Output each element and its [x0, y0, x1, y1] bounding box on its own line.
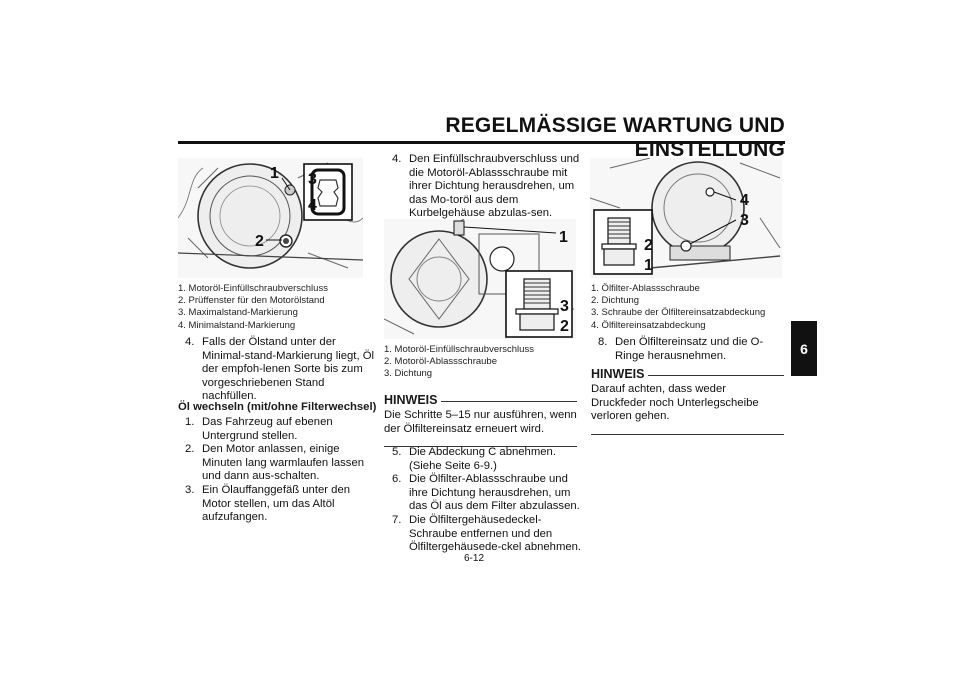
hinweis-bottom-rule	[384, 446, 577, 448]
chapter-tab: 6	[791, 321, 817, 376]
column-1-text: 4. Falls der Ölstand unter der Minimal-s…	[185, 336, 375, 404]
hinweis-heading: HINWEIS	[591, 367, 784, 381]
step-4: 4. Falls der Ölstand unter der Minimal-s…	[185, 336, 375, 403]
column-1-steps: 1. Das Fahrzeug auf ebenen Untergrund st…	[185, 416, 375, 525]
step-3: 3. Ein Ölauffanggefäß unter den Motor st…	[185, 483, 351, 524]
callout-1: 1	[270, 165, 279, 182]
callout-4: 4	[308, 197, 317, 214]
step-8: 8. Den Ölfiltereinsatz und die O-Ringe h…	[598, 336, 764, 362]
step-4: 4. Den Einfüllschraubverschluss und die …	[392, 153, 580, 220]
caption-item: 3. Maximalstand-Markierung	[178, 307, 298, 319]
step-6: 6. Die Ölfilter-Ablassschraube und ihre …	[392, 473, 580, 513]
hinweis-text: Die Schritte 5–15 nur ausführen, wenn de…	[384, 409, 577, 435]
hinweis-bottom-rule	[591, 433, 784, 435]
hinweis-text: Darauf achten, dass weder Druckfeder noc…	[591, 383, 759, 423]
callout-4: 4	[740, 192, 749, 209]
caption-item: 2. Dichtung	[591, 295, 640, 307]
caption-item: 3. Schraube der Ölfiltereinsatzabdeckung	[591, 307, 766, 319]
figure-oil-filter-cover: 4 3 2 1	[590, 158, 782, 278]
hinweis-box: HINWEIS Darauf achten, dass weder Druckf…	[591, 367, 784, 435]
step-7: 7. Die Ölfiltergehäusedeckel-Schraube en…	[392, 513, 582, 554]
figure3-caption: 1. Ölfilter-Ablassschraube 2. Dichtung 3…	[591, 283, 786, 332]
caption-item: 1. Motoröl-Einfüllschraubverschluss	[384, 344, 534, 355]
column-2-step4: 4. Den Einfüllschraubverschluss und die …	[392, 153, 584, 221]
caption-item: 4. Ölfiltereinsatzabdeckung	[591, 319, 706, 331]
callout-1: 1	[644, 257, 653, 274]
hinweis-heading: HINWEIS	[384, 393, 577, 407]
hinweis-box: HINWEIS Die Schritte 5–15 nur ausführen,…	[384, 393, 577, 448]
callout-3: 3	[560, 298, 569, 315]
callout-3: 3	[308, 171, 317, 188]
callout-3: 3	[740, 212, 749, 229]
caption-item: 1. Motoröl-Einfüllschraubverschluss	[178, 283, 328, 294]
figure2-caption: 1. Motoröl-Einfüllschraubverschluss 2. M…	[384, 344, 574, 381]
caption-item: 2. Motoröl-Ablassschraube	[384, 356, 497, 368]
column-3-step8: 8. Den Ölfiltereinsatz und die O-Ringe h…	[598, 336, 788, 363]
callout-2: 2	[644, 237, 653, 254]
callout-2: 2	[560, 318, 569, 335]
figure1-caption: 1. Motoröl-Einfüllschraubverschluss 2. P…	[178, 283, 368, 332]
column-2-steps: 5. Die Abdeckung C abnehmen. (Siehe Seit…	[392, 446, 584, 555]
step-1: 1. Das Fahrzeug auf ebenen Untergrund st…	[185, 416, 333, 442]
caption-item: 4. Minimalstand-Markierung	[178, 319, 296, 331]
callout-2: 2	[255, 233, 264, 250]
step-2: 2. Den Motor anlassen, einige Minuten la…	[185, 443, 365, 483]
section-heading: Öl wechseln (mit/ohne Filterwechsel)	[178, 401, 377, 413]
caption-item: 2. Prüffenster für den Motorölstand	[178, 295, 325, 307]
header-rule	[178, 141, 785, 144]
caption-item: 3. Dichtung	[384, 368, 433, 380]
callout-1: 1	[559, 229, 568, 246]
figure-oil-level-window: 1 2 3 4	[178, 158, 363, 278]
page-number: 6-12	[464, 553, 485, 564]
figure-drain-bolt: 1 3 2	[384, 219, 576, 339]
caption-item: 1. Ölfilter-Ablassschraube	[591, 283, 700, 294]
step-5: 5. Die Abdeckung C abnehmen. (Siehe Seit…	[392, 446, 556, 472]
